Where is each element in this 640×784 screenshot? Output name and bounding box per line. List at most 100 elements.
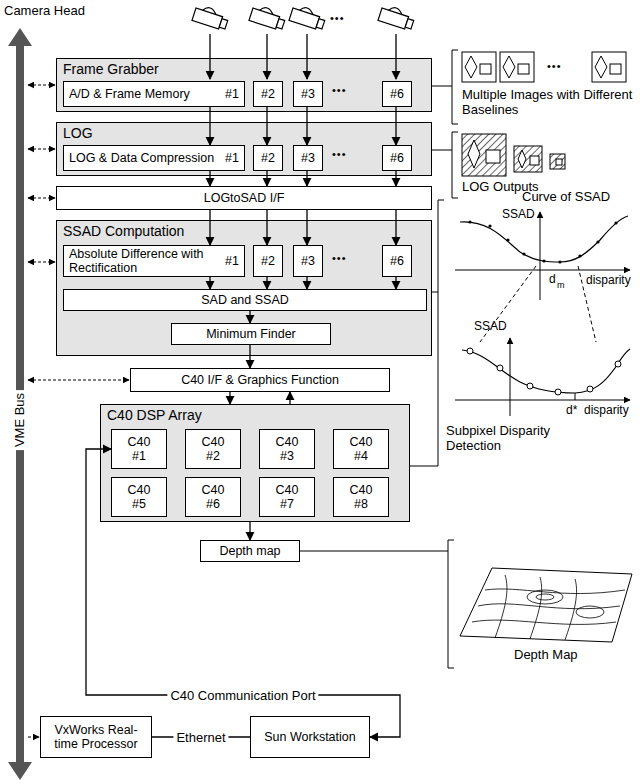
- box-label: VxWorks Real-time Processor: [46, 723, 146, 752]
- image-thumbnails: [500, 52, 534, 82]
- camera-heads: [405, 19, 413, 29]
- process-box: Absolute Difference with Rectification #1: [63, 245, 245, 277]
- ellipsis-dots: •••: [332, 252, 347, 265]
- box-label: A/D & Frame Memory: [69, 87, 190, 101]
- channel-number: #1: [225, 254, 239, 268]
- box-label: C40 #7: [273, 483, 301, 512]
- bus-links: [28, 198, 55, 199]
- axis-value: d: [549, 273, 556, 287]
- part-name: Camera Head: [4, 4, 85, 19]
- dsp-box: C40 #8: [333, 477, 389, 517]
- depth-map-surface: [478, 604, 620, 609]
- annotation: Multiple Images with Different Baselines: [462, 88, 634, 118]
- camera-signal-arrows: [210, 34, 396, 79]
- log-output-images: [468, 140, 480, 168]
- band-fill: [56, 220, 432, 356]
- axis-label: SSAD: [502, 208, 535, 222]
- log-output-images: [462, 134, 565, 176]
- depth-map-surface: [536, 594, 554, 600]
- module-band: SSAD ComputationAbsolute Difference with…: [56, 220, 432, 356]
- camera-heads: [249, 8, 280, 29]
- connector: [306, 277, 307, 289]
- camera-signal-arrows: [266, 34, 267, 79]
- box-label: #2: [261, 254, 275, 268]
- ssad-curve-chart: [468, 220, 617, 263]
- bus-links: [28, 737, 39, 738]
- box-label: Sun Workstation: [264, 730, 355, 744]
- subpixel-chart: [527, 383, 533, 389]
- log-output-images: [550, 154, 565, 169]
- bus-links: [28, 149, 55, 150]
- connector: [249, 311, 250, 323]
- subpixel-chart: [555, 389, 561, 395]
- box-label: #3: [301, 87, 315, 101]
- box-label: C40 #2: [199, 435, 227, 464]
- connector: [86, 449, 400, 737]
- box-label: Absolute Difference with Rectification: [69, 247, 221, 276]
- leader-brackets: [432, 150, 452, 151]
- camera-signal-arrows: [209, 34, 210, 79]
- depth-map-surface: [495, 575, 507, 638]
- box-label: #3: [301, 151, 315, 165]
- subpixel-chart: [467, 348, 621, 395]
- dsp-box: C40 #6: [185, 477, 241, 517]
- box-label: #2: [261, 87, 275, 101]
- image-thumbnails: [595, 56, 607, 78]
- box-label: C40 I/F & Graphics Function: [181, 373, 339, 387]
- camera-signal-arrows: [395, 34, 396, 79]
- connector: [266, 107, 267, 145]
- leader-brackets: [452, 132, 458, 198]
- edge-label: Ethernet: [173, 730, 228, 745]
- log-output-images: [556, 159, 562, 165]
- connector: [249, 522, 250, 540]
- leader-brackets: [448, 540, 454, 668]
- subpixel-chart: [467, 348, 473, 354]
- bus-links: [28, 262, 55, 263]
- annotation: Depth Map: [514, 648, 578, 663]
- connector: [266, 277, 267, 289]
- band-title: SSAD Computation: [63, 223, 184, 239]
- connector: [395, 277, 396, 289]
- dsp-box: C40 #4: [333, 429, 389, 469]
- channel-number: #1: [225, 151, 239, 165]
- process-box: #3: [293, 145, 323, 171]
- ssad-curve-chart: [468, 220, 471, 223]
- dsp-box: C40 #1: [111, 429, 167, 469]
- ssad-curve-chart: [578, 254, 581, 257]
- ssad-curve-chart: [596, 240, 599, 243]
- process-box: Sun Workstation: [250, 716, 370, 758]
- channel-number: #1: [225, 87, 239, 101]
- depth-map-surface: [460, 568, 632, 642]
- camera-heads: [249, 4, 287, 31]
- ssad-curve-chart: [460, 216, 628, 262]
- ellipsis-dots: •••: [547, 60, 562, 73]
- leader-brackets: [410, 200, 444, 466]
- bus-links: [28, 85, 55, 86]
- camera-heads: [378, 4, 416, 31]
- connector: [289, 392, 290, 404]
- box-label: #3: [301, 254, 315, 268]
- connector: [395, 107, 396, 145]
- ssad-curve-chart: [455, 212, 630, 342]
- process-box: C40 I/F & Graphics Function: [130, 368, 390, 392]
- connector: [229, 392, 230, 404]
- subpixel-chart: [587, 386, 593, 392]
- axis-value: d*: [566, 404, 577, 418]
- camera-heads: [192, 8, 223, 29]
- process-box: #2: [253, 81, 283, 107]
- box-label: C40 #5: [125, 483, 153, 512]
- process-box: Minimum Finder: [171, 323, 331, 345]
- vme-bus-arrow: [8, 28, 32, 780]
- image-thumbnails: [592, 52, 626, 82]
- box-label: Minimum Finder: [206, 327, 296, 341]
- box-label: #6: [390, 151, 404, 165]
- log-output-images: [518, 150, 526, 168]
- camera-heads: [192, 4, 416, 31]
- box-label: #6: [390, 87, 404, 101]
- box-label: #6: [390, 254, 404, 268]
- image-thumbnails: [462, 52, 626, 82]
- process-box: LOG & Data Compression#1: [63, 145, 245, 171]
